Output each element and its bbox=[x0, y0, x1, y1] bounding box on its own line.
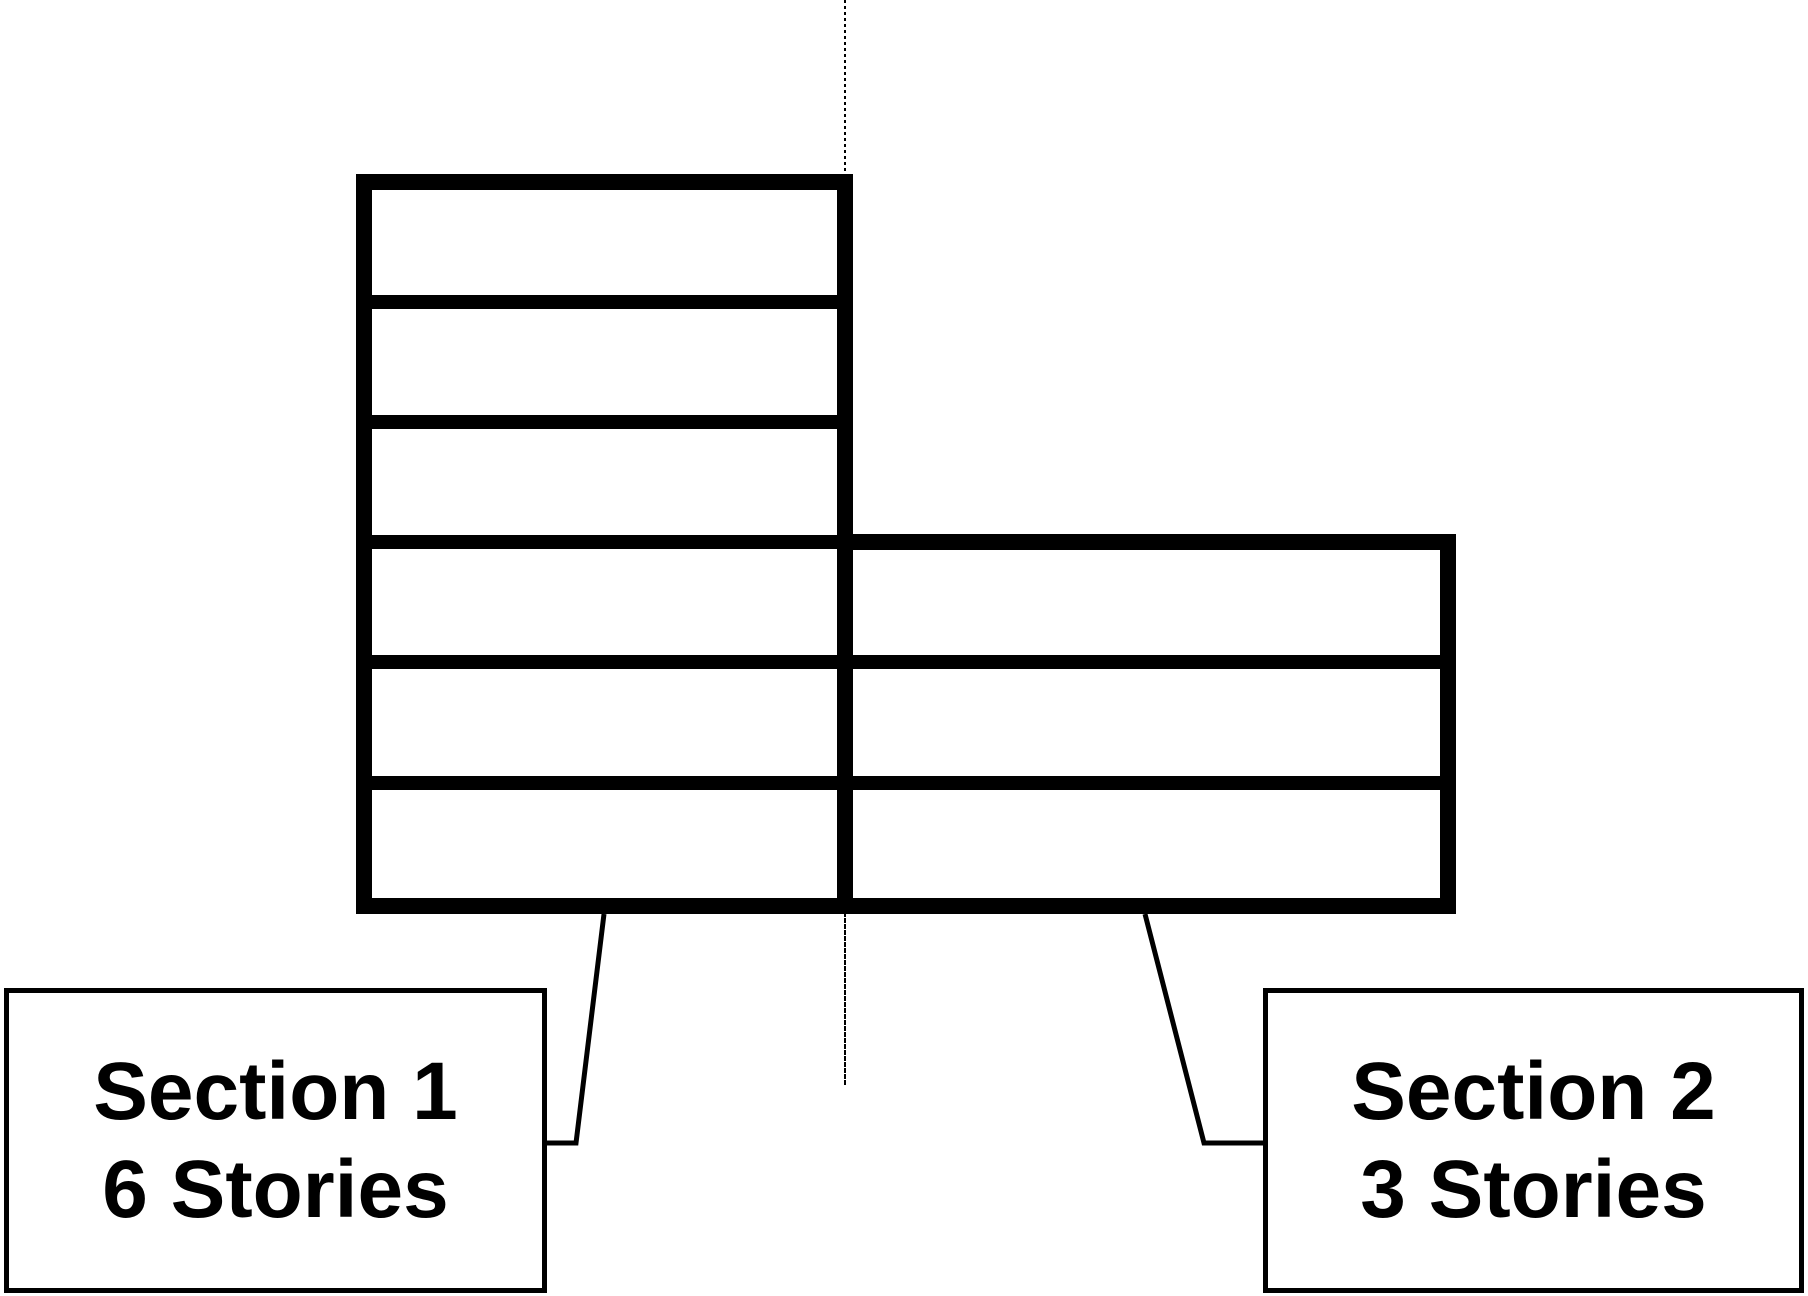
section-1-stories: 6 Stories bbox=[102, 1143, 449, 1235]
section-1-leader-line bbox=[547, 913, 607, 1146]
section-1-title: Section 1 bbox=[93, 1045, 458, 1137]
section-1-building bbox=[356, 174, 853, 914]
section-2-title: Section 2 bbox=[1351, 1045, 1716, 1137]
section-1-callout: Section 1 6 Stories bbox=[4, 988, 547, 1293]
section-2-building bbox=[837, 534, 1456, 914]
section-2-stories: 3 Stories bbox=[1360, 1143, 1707, 1235]
section-2-callout: Section 2 3 Stories bbox=[1263, 988, 1804, 1293]
section-2-outline bbox=[837, 534, 1456, 914]
section-2-leader-line bbox=[1142, 913, 1263, 1146]
